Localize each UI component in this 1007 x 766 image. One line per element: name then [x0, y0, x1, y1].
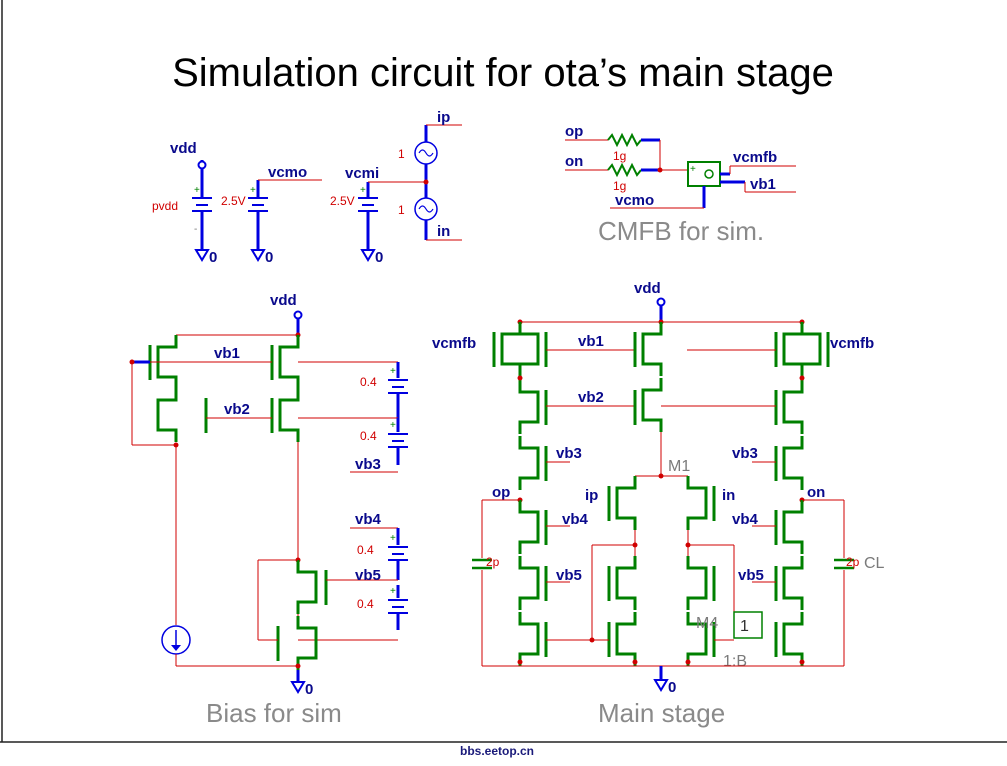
svg-text:+: + [194, 185, 200, 196]
net-label-in-main: in [722, 487, 735, 504]
net-label-vb1-cmfb: vb1 [750, 176, 776, 193]
bias-v3: 0.4 [357, 543, 374, 557]
svg-text:-: - [194, 224, 197, 235]
net-label-vcmi: vcmi [345, 165, 379, 182]
gnd-label-3: 0 [375, 249, 383, 266]
vcmi-value: 2.5V [330, 194, 355, 208]
svg-text:+: + [360, 185, 366, 196]
net-label-vb4-main-left: vb4 [562, 511, 589, 528]
gnd-label-main: 0 [668, 679, 676, 696]
net-label-vb2-main: vb2 [578, 389, 604, 406]
net-label-vcmo-cmfb: vcmo [615, 192, 654, 209]
gnd-label-2: 0 [265, 249, 273, 266]
cap-left-value: 2p [486, 555, 500, 569]
net-label-in-src: in [437, 223, 450, 240]
bias-circuit: vdd vb1 vb2 [129, 292, 408, 698]
svg-text:+: + [390, 533, 396, 544]
main-stage: vdd vcmfb vb1 vb2 vb3 [432, 280, 885, 696]
net-label-on-cmfb: on [565, 153, 583, 170]
net-label-vdd-main: vdd [634, 280, 661, 297]
net-label-vdd-top: vdd [170, 140, 197, 157]
svg-text:+: + [390, 586, 396, 597]
net-label-vcmfb-cmfb: vcmfb [733, 149, 777, 166]
net-label-vb4-bias: vb4 [355, 511, 382, 528]
svg-text:+: + [390, 366, 396, 377]
net-label-ip-src: ip [437, 109, 450, 126]
ac-amp-ip: 1 [398, 147, 405, 161]
vcmo-value: 2.5V [221, 194, 246, 208]
net-label-on-main: on [807, 484, 825, 501]
gnd-label-bias: 0 [305, 681, 313, 698]
net-label-vb1-bias: vb1 [214, 345, 240, 362]
net-label-vcmfb-left: vcmfb [432, 335, 476, 352]
bias-v1: 0.4 [360, 375, 377, 389]
res-value-1: 1g [613, 149, 626, 163]
res-value-2: 1g [613, 179, 626, 193]
cap-right-value: 2p [846, 555, 860, 569]
net-label-ip-main: ip [585, 487, 598, 504]
net-label-vb5-main-left: vb5 [556, 567, 582, 584]
watermark: bbs.eetop.cn [460, 744, 534, 758]
cmfb-block: op on 1g 1g + vcmfb vb1 vcmo [565, 123, 796, 209]
net-label-vdd-bias: vdd [270, 292, 297, 309]
supply-sources: vdd 0 pvdd + - vcmo 0 2.5V + vcmi 0 2.5 [152, 109, 462, 266]
net-label-vcmo-src: vcmo [268, 164, 307, 181]
ratio-label: 1:B [723, 653, 747, 670]
cap-label-cl: CL [864, 555, 885, 572]
net-label-vb1-main: vb1 [578, 333, 604, 350]
device-label-m1: M1 [668, 458, 690, 475]
caption-cmfb: CMFB for sim. [598, 216, 764, 246]
caption-bias: Bias for sim [206, 698, 342, 728]
net-label-vb5-main-right: vb5 [738, 567, 764, 584]
caption-main: Main stage [598, 698, 725, 728]
pvdd-label: pvdd [152, 199, 178, 213]
slide-title: Simulation circuit for ota’s main stage [172, 51, 834, 95]
svg-text:+: + [390, 420, 396, 431]
svg-text:+: + [690, 164, 696, 175]
net-label-op-main: op [492, 484, 510, 501]
ac-amp-in: 1 [398, 203, 405, 217]
net-label-vb5-bias: vb5 [355, 567, 381, 584]
device-label-m4: M4 [696, 615, 718, 632]
bias-v4: 0.4 [357, 597, 374, 611]
net-label-op-cmfb: op [565, 123, 583, 140]
slide-frame [0, 0, 1007, 743]
net-label-vb3-bias: vb3 [355, 456, 381, 473]
net-label-vb2-bias: vb2 [224, 401, 250, 418]
bias-v2: 0.4 [360, 429, 377, 443]
net-label-vb4-main-right: vb4 [732, 511, 759, 528]
gnd-label-1: 0 [209, 249, 217, 266]
net-label-vb3-main-left: vb3 [556, 445, 582, 462]
ratio-box-value: 1 [740, 618, 749, 635]
net-label-vcmfb-right: vcmfb [830, 335, 874, 352]
net-label-vb3-main-right: vb3 [732, 445, 758, 462]
svg-text:+: + [250, 185, 256, 196]
